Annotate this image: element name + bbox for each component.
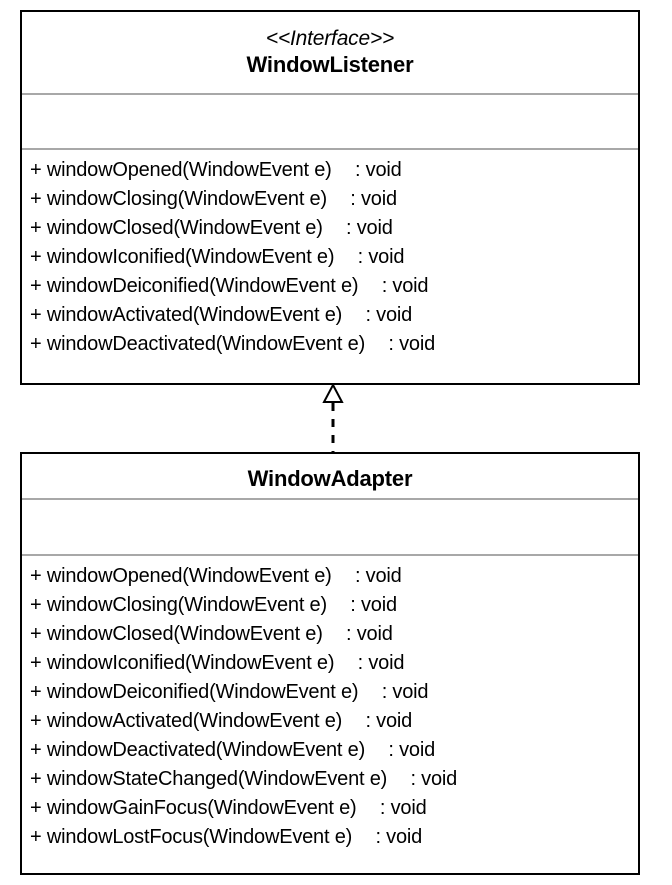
operation-row[interactable]: + windowDeactivated(WindowEvent e) : voi…: [22, 330, 638, 359]
operation-signature: + windowActivated(WindowEvent e): [30, 304, 343, 326]
operation-return-type: : void: [388, 739, 435, 761]
operation-row[interactable]: + windowActivated(WindowEvent e) : void: [22, 301, 638, 330]
operation-signature: + windowClosed(WindowEvent e): [30, 217, 323, 239]
operation-row[interactable]: + windowClosed(WindowEvent e) : void: [22, 214, 638, 243]
operation-signature: + windowOpened(WindowEvent e): [30, 565, 332, 587]
operation-return-type: : void: [410, 768, 458, 790]
operation-signature: + windowOpened(WindowEvent e): [30, 159, 332, 181]
operation-signature: + windowClosing(WindowEvent e): [30, 594, 327, 616]
operation-row[interactable]: + windowClosed(WindowEvent e) : void: [22, 620, 638, 649]
operation-return-type: : void: [354, 159, 402, 181]
operation-return-type: : void: [381, 681, 429, 703]
operation-row[interactable]: + windowClosing(WindowEvent e) : void: [22, 591, 638, 620]
operation-return-type: : void: [375, 826, 423, 848]
operation-signature: + windowIconified(WindowEvent e): [30, 246, 335, 268]
operation-signature: + windowClosed(WindowEvent e): [30, 623, 323, 645]
operation-return-type: : void: [350, 188, 397, 210]
class-name: WindowAdapter: [247, 466, 413, 491]
operation-return-type: : void: [388, 333, 435, 355]
operation-signature: + windowStateChanged(WindowEvent e): [30, 768, 388, 790]
operation-return-type: : void: [379, 797, 427, 819]
operation-return-type: : void: [365, 710, 413, 732]
operation-signature: + windowIconified(WindowEvent e): [30, 652, 335, 674]
operation-return-type: : void: [350, 594, 397, 616]
class-attributes-compartment-windowlistener: [22, 95, 638, 150]
operation-signature: + windowDeiconified(WindowEvent e): [30, 275, 359, 297]
operation-signature: + windowActivated(WindowEvent e): [30, 710, 343, 732]
class-operations-compartment-windowadapter: + windowOpened(WindowEvent e) : void + w…: [22, 556, 638, 852]
operation-row[interactable]: + windowDeactivated(WindowEvent e) : voi…: [22, 736, 638, 765]
operation-row[interactable]: + windowIconified(WindowEvent e) : void: [22, 243, 638, 272]
operation-row[interactable]: + windowOpened(WindowEvent e) : void: [22, 562, 638, 591]
realization-connector[interactable]: [310, 382, 356, 456]
operation-signature: + windowLostFocus(WindowEvent e): [30, 826, 353, 848]
operation-row[interactable]: + windowDeiconified(WindowEvent e) : voi…: [22, 678, 638, 707]
class-name: WindowListener: [246, 52, 414, 77]
operation-row[interactable]: + windowActivated(WindowEvent e) : void: [22, 707, 638, 736]
operation-return-type: : void: [346, 217, 393, 239]
operation-row[interactable]: + windowClosing(WindowEvent e) : void: [22, 185, 638, 214]
operation-signature: + windowDeiconified(WindowEvent e): [30, 681, 359, 703]
operation-row[interactable]: + windowGainFocus(WindowEvent e) : void: [22, 794, 638, 823]
operation-row[interactable]: + windowIconified(WindowEvent e) : void: [22, 649, 638, 678]
operation-row[interactable]: + windowDeiconified(WindowEvent e) : voi…: [22, 272, 638, 301]
hollow-triangle-arrowhead-icon: [322, 382, 344, 403]
operation-return-type: : void: [357, 246, 405, 268]
class-box-windowlistener[interactable]: <<Interface>> WindowListener + windowOpe…: [20, 10, 640, 385]
operation-return-type: : void: [381, 275, 429, 297]
operation-row[interactable]: + windowOpened(WindowEvent e) : void: [22, 156, 638, 185]
class-box-windowadapter[interactable]: WindowAdapter + windowOpened(WindowEvent…: [20, 452, 640, 875]
class-header-windowlistener: <<Interface>> WindowListener: [22, 12, 638, 95]
class-operations-compartment-windowlistener: + windowOpened(WindowEvent e) : void + w…: [22, 150, 638, 359]
class-stereotype: <<Interface>>: [265, 27, 395, 50]
operation-signature: + windowDeactivated(WindowEvent e): [30, 739, 366, 761]
operation-row[interactable]: + windowStateChanged(WindowEvent e) : vo…: [22, 765, 638, 794]
operation-signature: + windowDeactivated(WindowEvent e): [30, 333, 366, 355]
operation-signature: + windowClosing(WindowEvent e): [30, 188, 327, 210]
operation-return-type: : void: [365, 304, 413, 326]
class-attributes-compartment-windowadapter: [22, 500, 638, 556]
operation-row[interactable]: + windowLostFocus(WindowEvent e) : void: [22, 823, 638, 852]
operation-return-type: : void: [354, 565, 402, 587]
operation-return-type: : void: [357, 652, 405, 674]
class-header-windowadapter: WindowAdapter: [22, 454, 638, 500]
operation-return-type: : void: [346, 623, 393, 645]
operation-signature: + windowGainFocus(WindowEvent e): [30, 797, 357, 819]
